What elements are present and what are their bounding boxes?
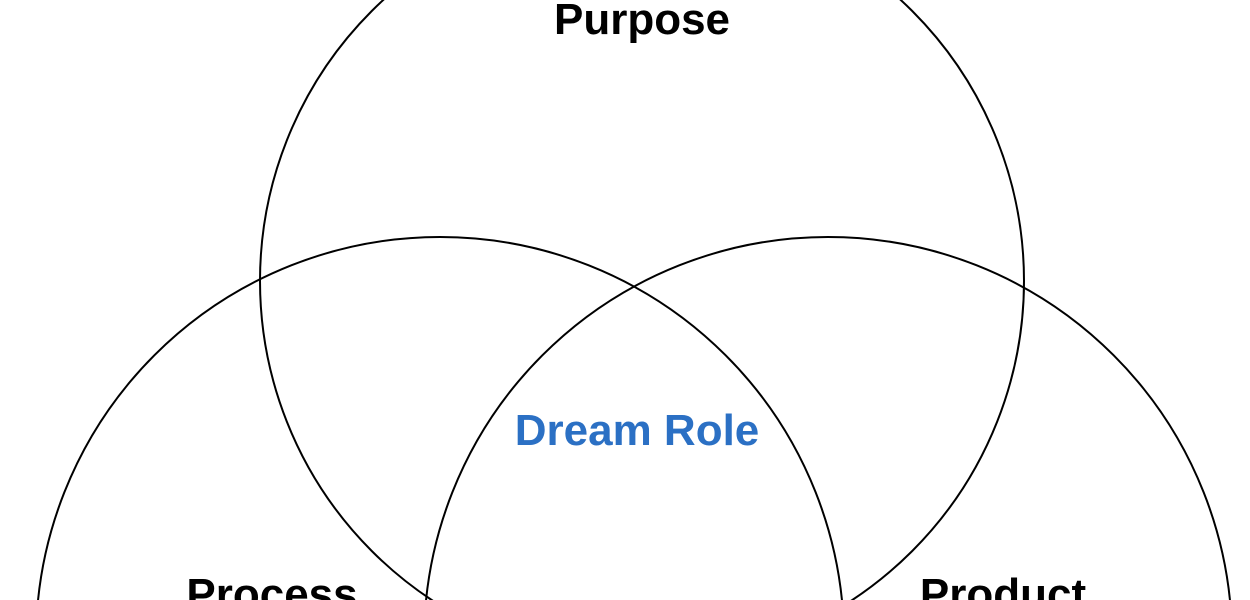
process-label: Process — [186, 570, 358, 600]
purpose-label: Purpose — [553, 0, 731, 44]
product-label: Product — [919, 570, 1087, 600]
dream-role-label: Dream Role — [514, 406, 760, 455]
